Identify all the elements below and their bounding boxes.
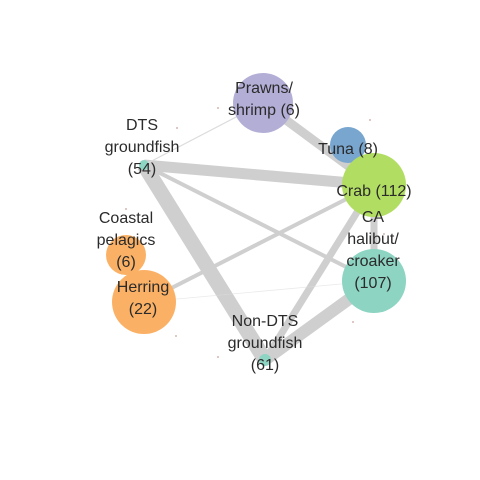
decorative-dot [352, 321, 354, 323]
node-label-line: Prawns/ [235, 80, 293, 97]
node-label-line: shrimp (6) [228, 102, 300, 119]
node-label-coastal: Coastal pelagics (6) [97, 210, 156, 271]
node-label-line: groundfish [105, 139, 180, 156]
node-label-line: Non-DTS [232, 313, 299, 330]
node-label-crab: Crab (112) [336, 183, 411, 200]
node-label-dts: DTS groundfish (54) [105, 117, 180, 178]
edge-dts-halibut [143, 163, 375, 283]
node-crab [342, 153, 406, 217]
decorative-dot [383, 233, 385, 235]
node-label-tuna: Tuna (8) [318, 141, 378, 158]
node-label-herring: Herring (22) [117, 279, 169, 318]
node-halibut [342, 249, 406, 313]
node-label-line: (6) [116, 254, 136, 271]
node-label-line: (22) [129, 301, 157, 318]
node-label-line: CA [362, 209, 385, 226]
node-label-line: DTS [126, 117, 158, 134]
node-nondts [259, 354, 271, 366]
decorative-dot [217, 356, 219, 358]
node-tuna [330, 127, 366, 163]
node-label-line: Tuna (8) [318, 141, 378, 158]
node-coastal [106, 235, 146, 275]
decorative-dot [125, 208, 127, 210]
node-dts [139, 160, 149, 170]
labels-layer: Prawns/shrimp (6) Tuna (8) Crab (112) CA hal… [97, 80, 412, 374]
decorative-dot [175, 335, 177, 337]
decorative-dot [369, 119, 371, 121]
node-label-line: Crab (112) [336, 183, 411, 200]
node-label-line: (54) [128, 161, 156, 178]
node-label-line: croaker [346, 253, 400, 270]
node-label-line: Herring [117, 279, 169, 296]
node-label-line: groundfish [228, 335, 303, 352]
node-label-line: (61) [251, 357, 279, 374]
nodes-layer [106, 73, 406, 366]
node-label-halibut: CA halibut/croaker (107) [346, 209, 400, 292]
decorative-dots-layer [125, 107, 385, 358]
edge-dts-crab [143, 159, 375, 191]
node-herring [112, 270, 176, 334]
node-label-prawns: Prawns/shrimp (6) [228, 80, 300, 119]
edge-herring-halibut [143, 280, 375, 303]
edge-nondts-crab [262, 183, 377, 362]
node-prawns [233, 73, 293, 133]
node-label-line: pelagics [97, 232, 156, 249]
edge-herring-crab [143, 183, 375, 304]
decorative-dot [176, 127, 178, 129]
node-label-line: (107) [354, 275, 391, 292]
node-label-nondts: Non-DTS groundfish (61) [228, 313, 303, 374]
decorative-dot [217, 107, 219, 109]
node-label-line: Coastal [99, 210, 153, 227]
edge-dts-nondts [137, 161, 272, 364]
node-label-line: halibut/ [347, 231, 399, 248]
